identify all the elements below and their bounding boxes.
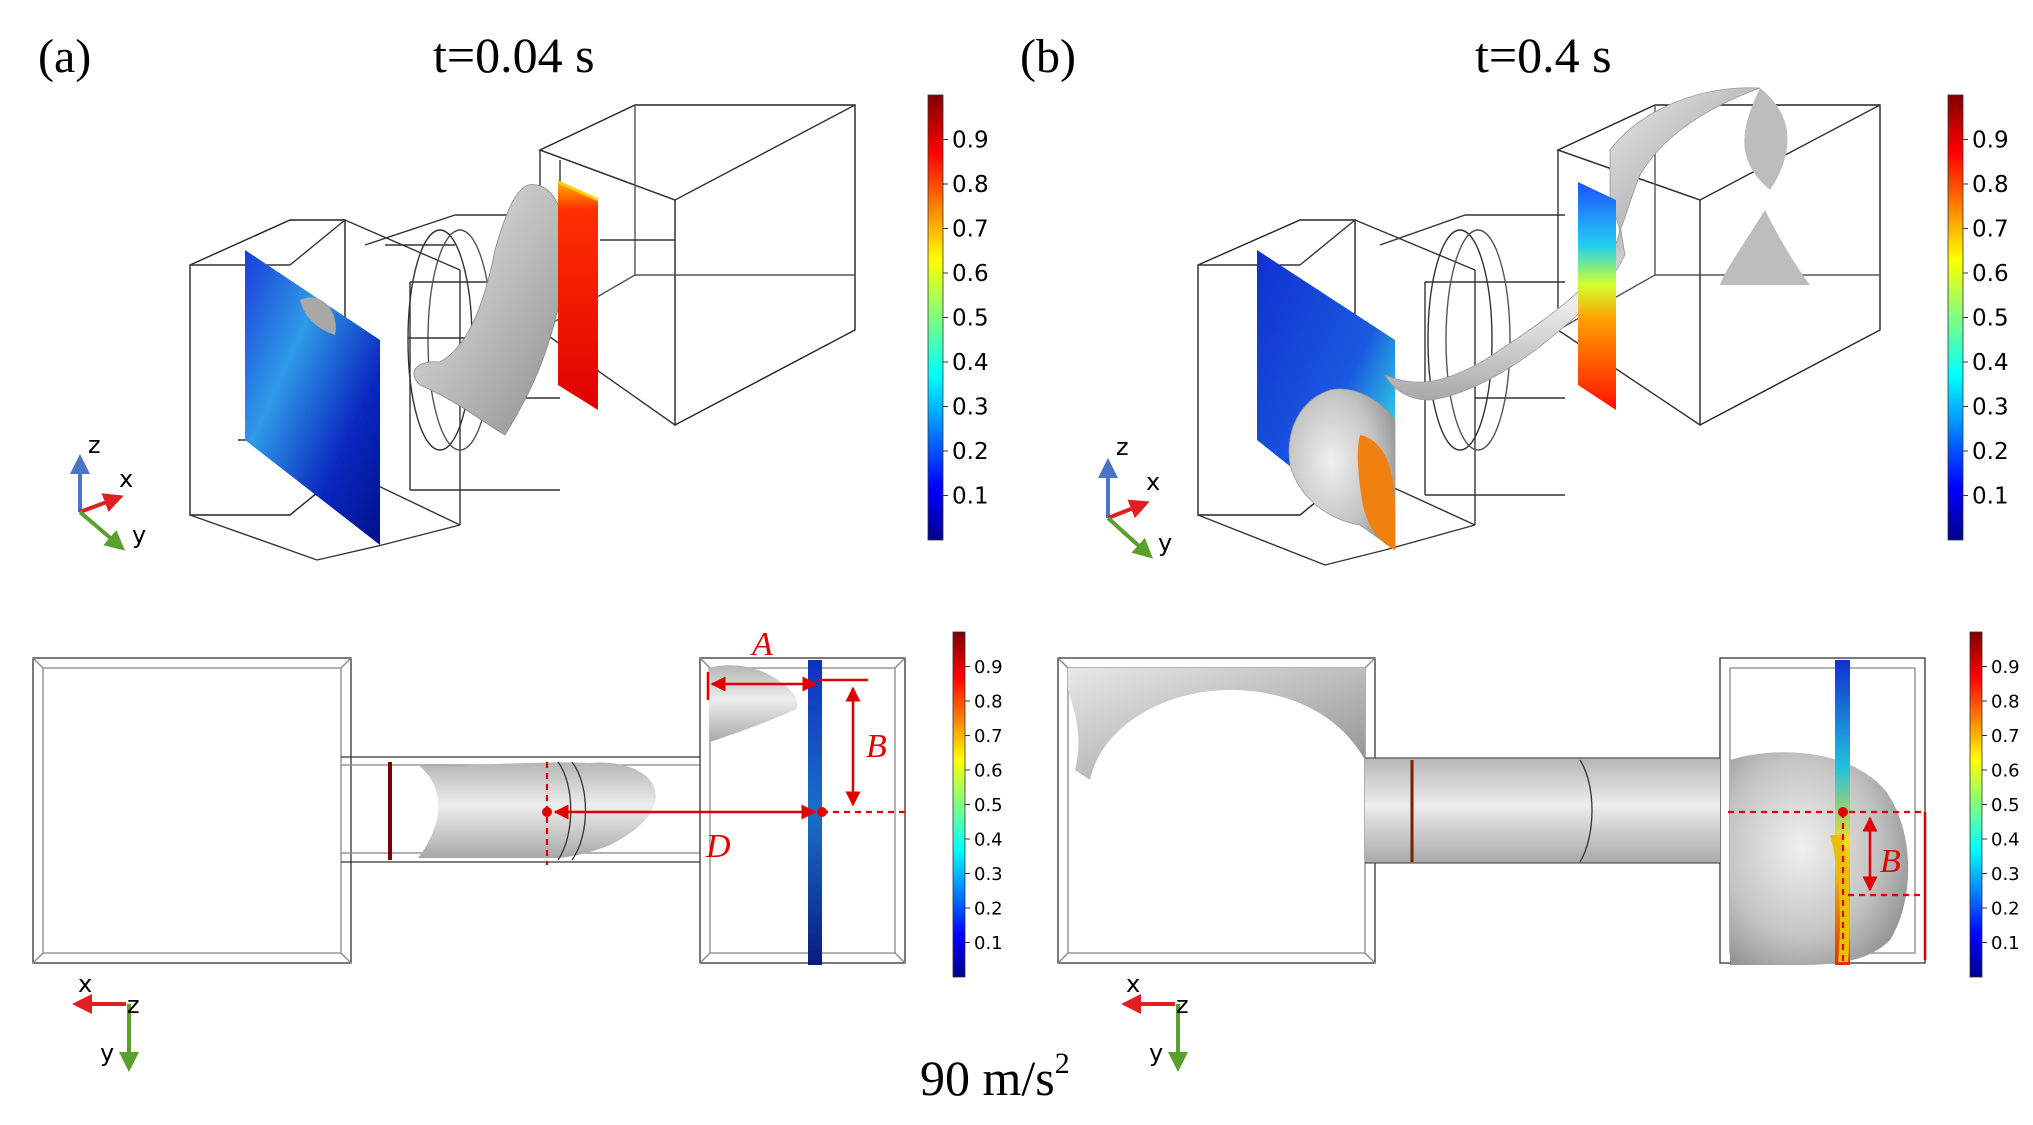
colorbar-tick-label: 0.2 [974, 898, 1003, 919]
colorbar-tick-label: 0.9 [974, 657, 1003, 678]
panel-a-label: (a) [38, 30, 91, 83]
interface-cap-colored-plan-b [1830, 835, 1850, 962]
colorbar-tick-label: 0.4 [974, 829, 1003, 850]
outlet-concentration-slice-b [1578, 182, 1616, 410]
colorbar-tick-label: 0.5 [974, 795, 1003, 816]
colorbar-tick-label: 0.4 [952, 350, 989, 376]
colorbar-tick-label: 0.3 [952, 395, 989, 421]
colorbar-tick-label: 0.2 [952, 439, 989, 465]
measurements-b: B [1728, 807, 1927, 962]
colorbar-tick-label: 0.6 [974, 760, 1003, 781]
plan-axis-z-label-a: z [127, 991, 140, 1019]
axis-z-label-b: z [1116, 433, 1129, 461]
colorbar-bottom-right: 0.9 0.8 0.7 0.6 0.5 0.4 0.3 0.2 0.1 [1969, 631, 2020, 978]
colorbar-tick-label: 0.9 [952, 128, 989, 154]
plan-axis-y-label-b: y [1149, 1039, 1163, 1067]
colorbar-tick-label: 0.5 [1972, 306, 2009, 332]
colorbar-tick-label: 0.8 [952, 172, 989, 198]
axis-x-label-b: x [1146, 468, 1160, 496]
iso-view-b [1197, 104, 1881, 566]
colorbar-tick-label: 0.3 [974, 864, 1003, 885]
colorbar-tick-label: 0.2 [1972, 439, 2009, 465]
interface-tube-b [1384, 224, 1626, 401]
colorbar-tick-label: 0.1 [974, 933, 1003, 954]
acceleration-caption: 90 m/s2 [920, 1047, 1070, 1106]
plan-axis-x-label-a: x [78, 970, 92, 998]
axis-y-label-b: y [1158, 529, 1172, 557]
interface-cap-plan-b [1730, 752, 1909, 965]
dimension-B-a: B [866, 728, 887, 765]
colorbar-tick-label: 0.7 [952, 217, 989, 243]
slice-edge-a [557, 180, 599, 202]
colorbar-tick-label: 0.3 [1972, 395, 2009, 421]
acceleration-value: 90 m/s [920, 1050, 1055, 1106]
dimension-A: A [750, 626, 773, 663]
colorbar-tick-label: 0.6 [952, 261, 989, 287]
colorbar-tick-label: 0.4 [1991, 829, 2020, 850]
colorbar-tick-label: 0.8 [974, 691, 1003, 712]
left-box-film-b [1068, 668, 1365, 780]
panel-b-time: t=0.4 s [1475, 27, 1612, 83]
axes-triad-b: z x y [1098, 433, 1172, 559]
colorbar-tick-label: 0.4 [1972, 350, 2009, 376]
plan-axis-y-label-a: y [100, 1039, 114, 1067]
axis-x-label-a: x [119, 465, 133, 493]
colorbar-bottom-left: 0.9 0.8 0.7 0.6 0.5 0.4 0.3 0.2 0.1 [952, 631, 1003, 978]
right-box-film-b [1744, 88, 1788, 190]
measurements-a: A B D [542, 626, 910, 865]
colorbar-tick-label: 0.1 [1991, 933, 2020, 954]
interface-neck-b [1609, 87, 1761, 232]
axis-y-label-a: y [132, 521, 146, 549]
ring-edge-plan-b [1579, 759, 1593, 863]
axis-z-label-a: z [88, 431, 101, 459]
colorbar-tick-label: 0.5 [952, 306, 989, 332]
colorbar-tick-label: 0.7 [974, 726, 1003, 747]
colorbar-tick-label: 0.3 [1991, 864, 2020, 885]
colorbar-tick-label: 0.5 [1991, 795, 2020, 816]
colorbar-top-left: 0.9 0.8 0.7 0.6 0.5 0.4 0.3 0.2 0.1 [927, 94, 989, 541]
outlet-concentration-slice-a [558, 182, 598, 410]
plan-axis-x-label-b: x [1126, 970, 1140, 998]
colorbar-tick-label: 0.1 [952, 484, 989, 510]
interface-cap-colored-b [1357, 435, 1395, 550]
axes-plan-a: x z y [72, 970, 140, 1072]
colorbar-tick-label: 0.8 [1991, 691, 2020, 712]
colorbar-tick-label: 0.7 [1991, 726, 2020, 747]
panel-a-time: t=0.04 s [433, 27, 595, 83]
colorbar-tick-label: 0.9 [1991, 657, 2020, 678]
interface-tube-plan-b [1365, 758, 1720, 863]
colorbar-tick-label: 0.7 [1972, 217, 2009, 243]
panel-b-label: (b) [1020, 30, 1076, 83]
inlet-concentration-slice-a [245, 250, 380, 545]
interface-plan-tip-a [708, 665, 798, 742]
dimension-D: D [705, 828, 731, 865]
acceleration-exponent: 2 [1055, 1047, 1070, 1080]
interface-plan-a [418, 762, 656, 858]
dimension-B-b: B [1880, 843, 1901, 880]
colorbar-tick-label: 0.8 [1972, 172, 2009, 198]
right-box-film-lower-b [1720, 210, 1810, 285]
colorbar-tick-label: 0.2 [1991, 898, 2020, 919]
colorbar-tick-label: 0.9 [1972, 128, 2009, 154]
interface-shadow-a [300, 297, 336, 335]
colorbar-tick-label: 0.1 [1972, 484, 2009, 510]
plan-axis-z-label-b: z [1176, 991, 1189, 1019]
colorbar-tick-label: 0.6 [1972, 261, 2009, 287]
axes-plan-b: x z y [1121, 970, 1189, 1072]
axes-triad-a: z x y [70, 431, 146, 551]
colorbar-tick-label: 0.6 [1991, 760, 2020, 781]
colorbar-top-right: 0.9 0.8 0.7 0.6 0.5 0.4 0.3 0.2 0.1 [1947, 94, 2009, 541]
